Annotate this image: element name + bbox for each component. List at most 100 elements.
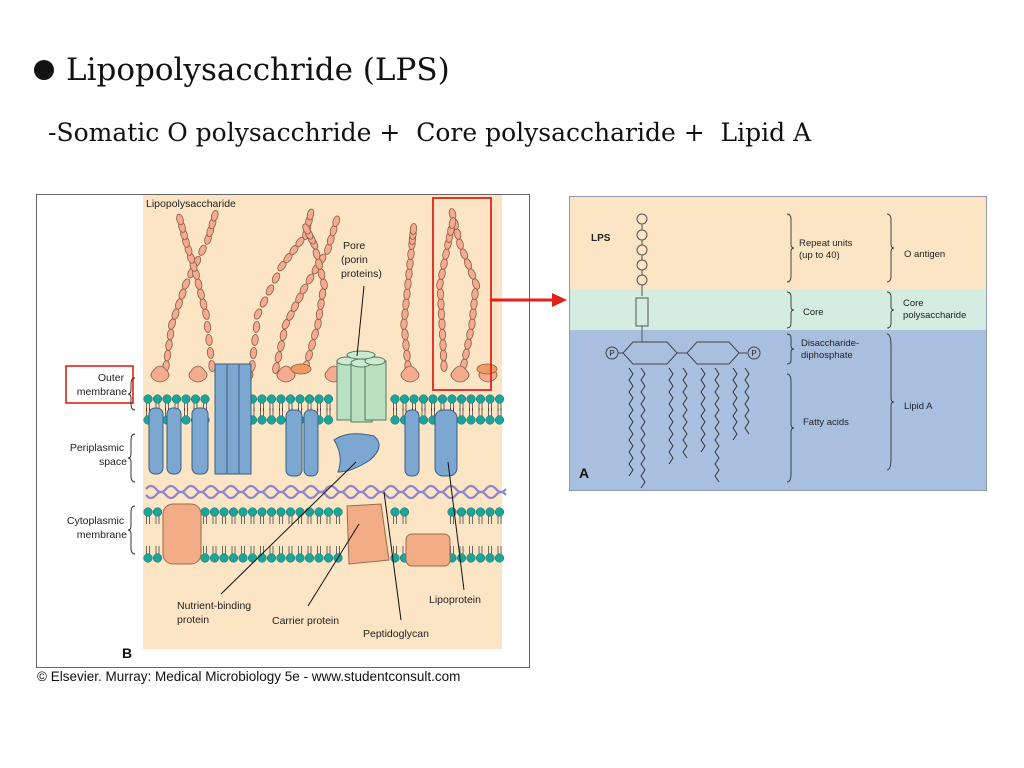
lps-head: [400, 365, 420, 383]
label-lipopolysaccharide: Lipopolysaccharide: [146, 198, 236, 210]
lps-highlight-box: [432, 197, 492, 391]
lps-bead: [440, 360, 448, 372]
lps-bead: [198, 244, 207, 256]
lipid-head: [494, 507, 505, 517]
lipid-tail: [431, 408, 435, 416]
lipid-head: [162, 394, 172, 404]
lipid-tail: [288, 516, 293, 524]
lipid-head: [390, 394, 400, 404]
lipid-tail: [336, 516, 340, 524]
lipid-head: [304, 553, 315, 563]
lipid-head: [485, 507, 495, 517]
lipid-head: [257, 507, 267, 517]
label-carrier-protein: Carrier protein: [272, 615, 339, 627]
lipid-head: [276, 394, 286, 404]
lipid-head: [266, 507, 277, 517]
lps-head: [450, 365, 470, 383]
lipid-tail: [393, 546, 397, 554]
lipid-head: [295, 394, 305, 404]
lipid-head: [456, 553, 467, 563]
lipid-head: [209, 507, 220, 517]
lipid-head: [304, 507, 315, 517]
lipid-tail: [146, 516, 150, 524]
phosphate-right: P: [751, 349, 756, 358]
lipid-head: [485, 553, 495, 563]
left-braces: [127, 377, 136, 555]
label-o-antigen: O antigen: [904, 249, 945, 260]
lipid-tail: [241, 516, 245, 524]
lipid-head: [219, 507, 229, 517]
lps-head: [276, 365, 296, 383]
phosphate-left: P: [609, 349, 614, 358]
label-repeat-units: Repeat units (up to 40): [799, 238, 855, 261]
lipid-head: [171, 394, 182, 404]
lipid-head: [152, 507, 163, 517]
lps-bead: [302, 223, 311, 235]
label-outer-membrane: Outer membrane: [77, 372, 127, 398]
lps-chains: [162, 208, 481, 374]
lipid-head: [456, 415, 467, 425]
label-fatty-acids: Fatty acids: [803, 417, 849, 428]
lipid-head: [456, 507, 467, 517]
lipid-head: [466, 415, 476, 425]
lipid-tail: [450, 516, 454, 524]
lipid-head: [181, 415, 191, 425]
lipid-tail: [260, 516, 264, 524]
lipid-tail: [478, 546, 483, 554]
lipid-tail: [231, 516, 236, 524]
core-rectangle: [635, 297, 649, 327]
lipid-head: [266, 553, 277, 563]
nutrient-binding-protein: [333, 433, 380, 473]
lipid-head: [304, 394, 315, 404]
lipid-tail: [298, 546, 302, 554]
lipid-tail: [250, 546, 255, 554]
fatty-acid-chain: [668, 367, 674, 465]
lipid-head: [494, 553, 505, 563]
lps-bead: [436, 288, 445, 300]
lipid-tail: [469, 408, 473, 416]
lps-bead: [271, 272, 281, 284]
lipid-tail: [478, 516, 483, 524]
inner-membrane-proteins: [162, 503, 451, 567]
lipid-head: [200, 394, 210, 404]
lps-bead: [439, 349, 448, 362]
lipid-tail: [393, 408, 397, 416]
lipid-head: [466, 507, 476, 517]
lipid-tail: [393, 516, 397, 524]
panel-letter-a: A: [579, 465, 589, 481]
lipid-tail: [279, 408, 283, 416]
disaccharide-hexagons: [605, 341, 761, 365]
lipid-tail: [459, 408, 464, 416]
lipid-head: [314, 553, 324, 563]
lps-bead: [176, 213, 184, 226]
outer-membrane-highlight-box: [65, 365, 134, 404]
label-core: Core: [803, 307, 824, 318]
lipid-head: [190, 394, 201, 404]
lipid-head: [475, 394, 486, 404]
lipid-tail: [469, 546, 473, 554]
lipid-tail: [497, 516, 502, 524]
lipid-head: [447, 394, 457, 404]
lps-bead: [437, 298, 445, 310]
lipid-tail: [336, 546, 340, 554]
lipid-tail: [203, 516, 207, 524]
label-periplasmic-space: Periplasmic space: [70, 442, 127, 468]
lps-bead: [259, 296, 269, 308]
lps-bead: [438, 328, 447, 341]
lps-bead: [305, 273, 315, 285]
fatty-acid-chain: [682, 367, 688, 459]
cytoplasmic-membrane-bilayer: [143, 507, 505, 563]
lipid-tail: [146, 546, 150, 554]
lps-bead: [249, 347, 258, 359]
lipid-head: [209, 553, 220, 563]
lipid-head: [390, 415, 400, 425]
lps-head-core: [476, 363, 498, 375]
lipid-head: [238, 507, 248, 517]
lipid-tail: [326, 516, 331, 524]
lipid-head: [494, 394, 505, 404]
fatty-acid-chain: [700, 367, 706, 453]
fatty-acid-chains: [628, 367, 750, 489]
lipid-tail: [326, 408, 331, 416]
lipid-tail: [459, 546, 464, 554]
fatty-acid-chain: [744, 367, 750, 435]
